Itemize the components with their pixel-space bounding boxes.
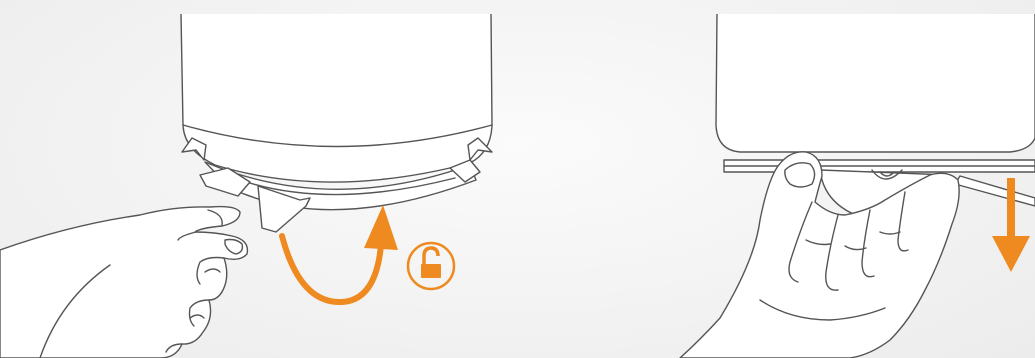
container-body — [181, 14, 492, 182]
right-hand — [680, 152, 959, 358]
container-body-2 — [716, 14, 1035, 152]
filter-edge — [955, 176, 1035, 206]
unlock-padlock-icon — [408, 243, 454, 289]
curved-arrow-head — [364, 205, 398, 250]
unlock-panel — [0, 14, 492, 358]
left-hand — [0, 207, 247, 358]
remove-panel — [680, 14, 1035, 358]
